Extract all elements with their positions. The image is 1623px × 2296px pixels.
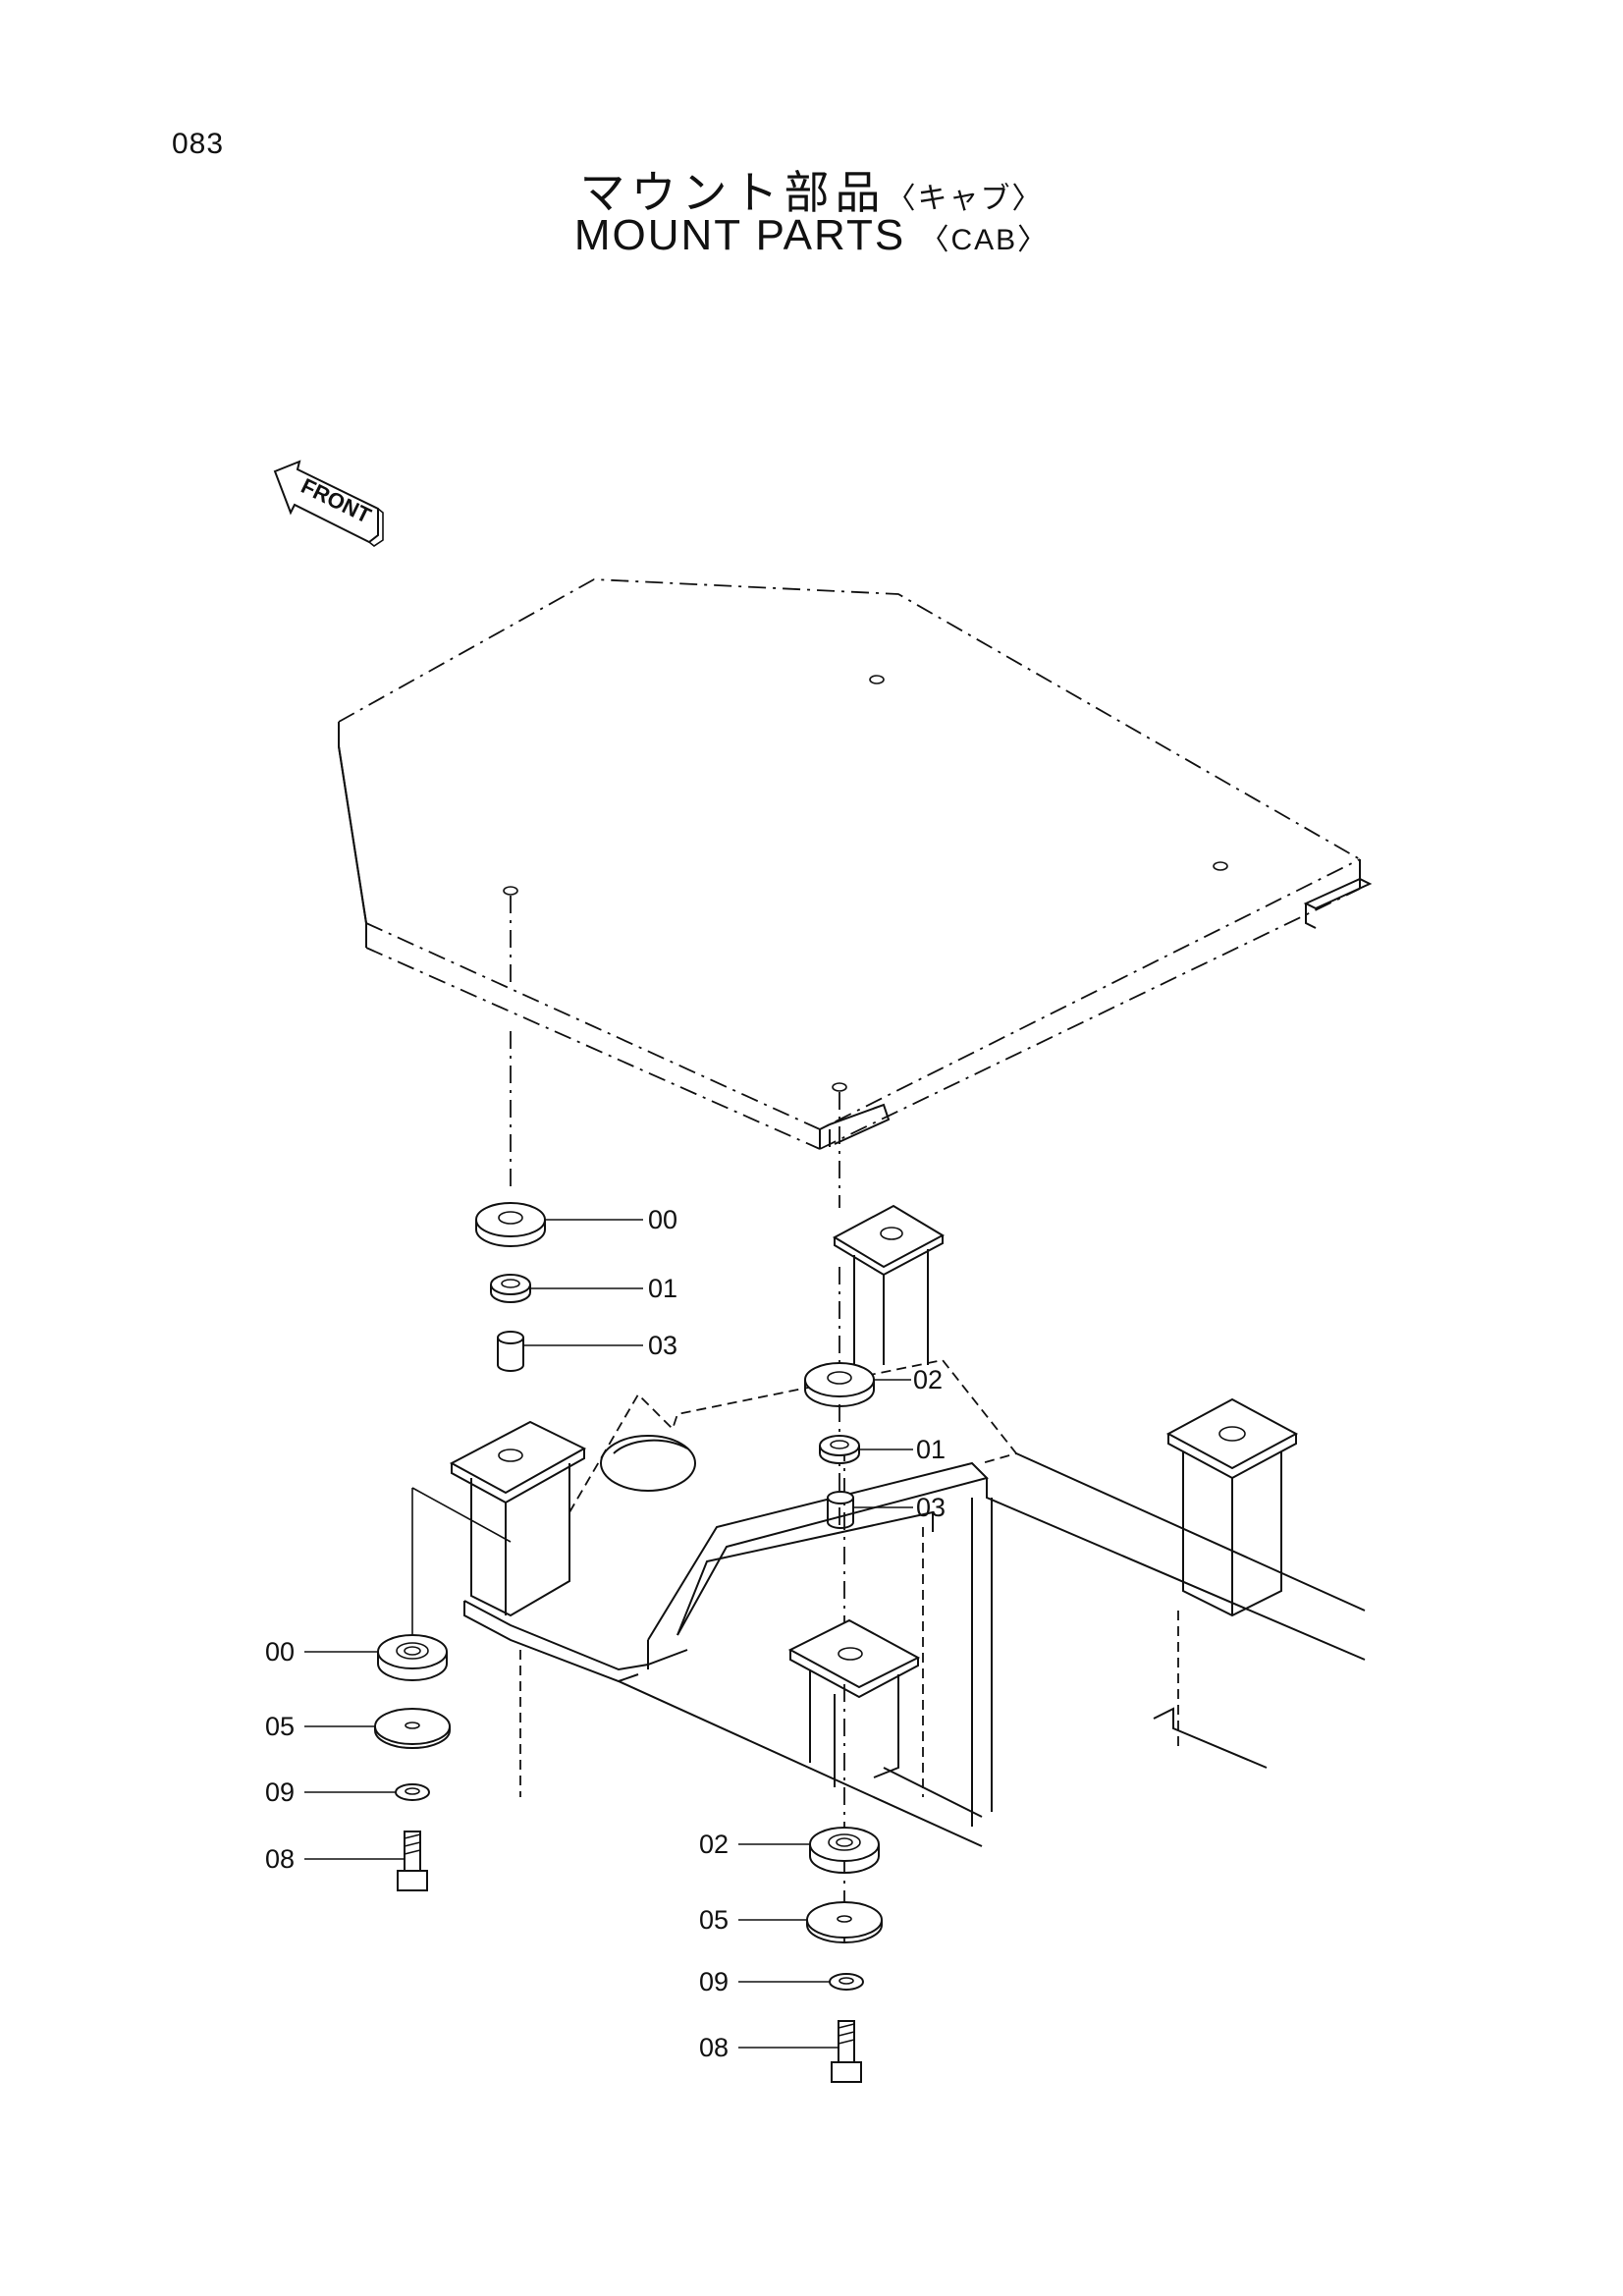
callout-label: 05 bbox=[699, 1905, 729, 1935]
callout-label: 08 bbox=[265, 1844, 295, 1874]
callout-label: 02 bbox=[913, 1365, 943, 1394]
callout-label: 00 bbox=[648, 1205, 677, 1234]
callout-label: 01 bbox=[648, 1274, 677, 1303]
left-mount-bracket bbox=[449, 1420, 587, 1617]
right-upper-mount-stack bbox=[804, 1362, 875, 1529]
callout-labels: 00 01 03 02 01 03 00 05 09 08 02 05 09 0… bbox=[265, 1205, 946, 2062]
lower-left-mount-stack bbox=[374, 1487, 512, 1891]
leader-lines bbox=[304, 1219, 913, 2049]
right-post bbox=[1153, 1397, 1299, 1769]
front-direction-arrow: FRONT bbox=[273, 460, 384, 547]
title-japanese-sub: 〈キャブ〉 bbox=[886, 183, 1044, 215]
callout-label: 05 bbox=[265, 1712, 295, 1741]
upper-left-mount-stack bbox=[475, 1202, 546, 1372]
title-japanese: マウント部品〈キャブ〉 bbox=[0, 157, 1623, 222]
title-english-main: MOUNT PARTS bbox=[573, 211, 906, 259]
upper-right-post bbox=[832, 1204, 946, 1370]
callout-label: 01 bbox=[916, 1435, 946, 1464]
callout-label: 00 bbox=[265, 1637, 295, 1667]
page-number: 083 bbox=[172, 128, 225, 160]
lower-center-bracket bbox=[787, 1618, 921, 1787]
main-frame bbox=[463, 1359, 1366, 1847]
callout-label: 03 bbox=[916, 1493, 946, 1522]
cab-floor-plate bbox=[338, 578, 1373, 1150]
callout-label: 08 bbox=[699, 2033, 729, 2062]
callout-label: 02 bbox=[699, 1830, 729, 1859]
title-english-sub: 〈CAB〉 bbox=[919, 224, 1050, 256]
title-japanese-main: マウント部品 bbox=[579, 167, 887, 218]
front-arrow-label: FRONT bbox=[298, 473, 376, 528]
callout-label: 03 bbox=[648, 1331, 677, 1360]
callout-label: 09 bbox=[699, 1967, 729, 1996]
callout-label: 09 bbox=[265, 1777, 295, 1807]
title-english: MOUNT PARTS 〈CAB〉 bbox=[0, 211, 1623, 260]
